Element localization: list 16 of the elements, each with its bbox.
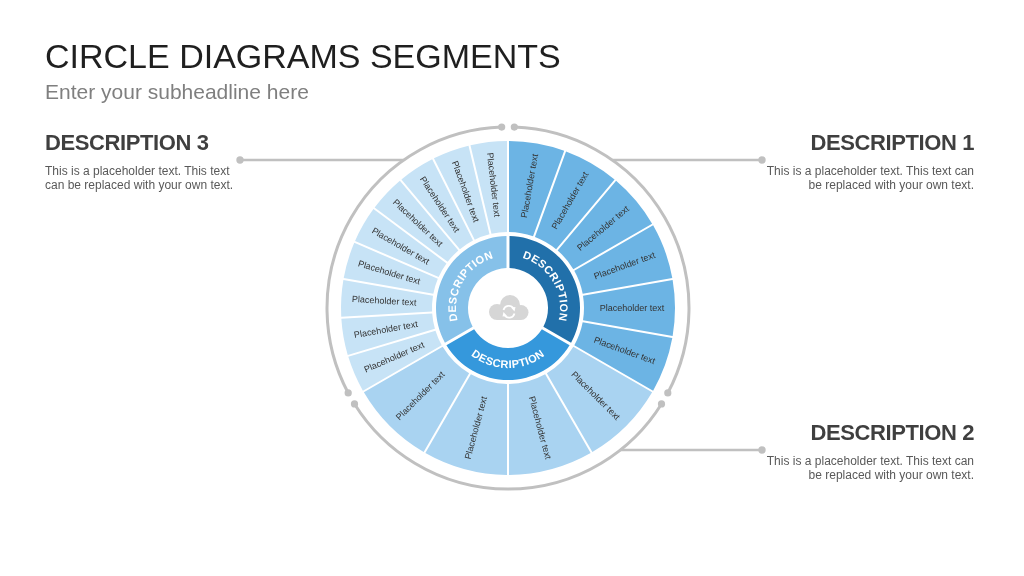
- body-text: This is a placeholder text. This text can be replaced with your own text.: [765, 454, 974, 482]
- section-heading: DESCRIPTION 1: [810, 130, 974, 156]
- segment-label: Placeholder text: [519, 153, 541, 219]
- leader-line: [612, 156, 766, 164]
- title: CIRCLE DIAGRAMS SEGMENTS: [45, 36, 561, 76]
- segment-label: Placeholder text: [599, 303, 665, 313]
- leader-line: [236, 156, 404, 164]
- subtitle: Enter your subheadline here: [45, 80, 309, 104]
- leader-line: [620, 446, 766, 454]
- body-text: This is a placeholder text. This text can be replaced with your own text.: [45, 164, 235, 192]
- segment-label: Placeholder text: [353, 319, 419, 341]
- section-heading: DESCRIPTION 3: [45, 130, 209, 156]
- segment-label: Placeholder text: [351, 293, 417, 308]
- section-heading: DESCRIPTION 2: [810, 420, 974, 446]
- body-text: This is a placeholder text. This text can be replaced with your own text.: [765, 164, 974, 192]
- segment-label: Placeholder text: [484, 152, 503, 218]
